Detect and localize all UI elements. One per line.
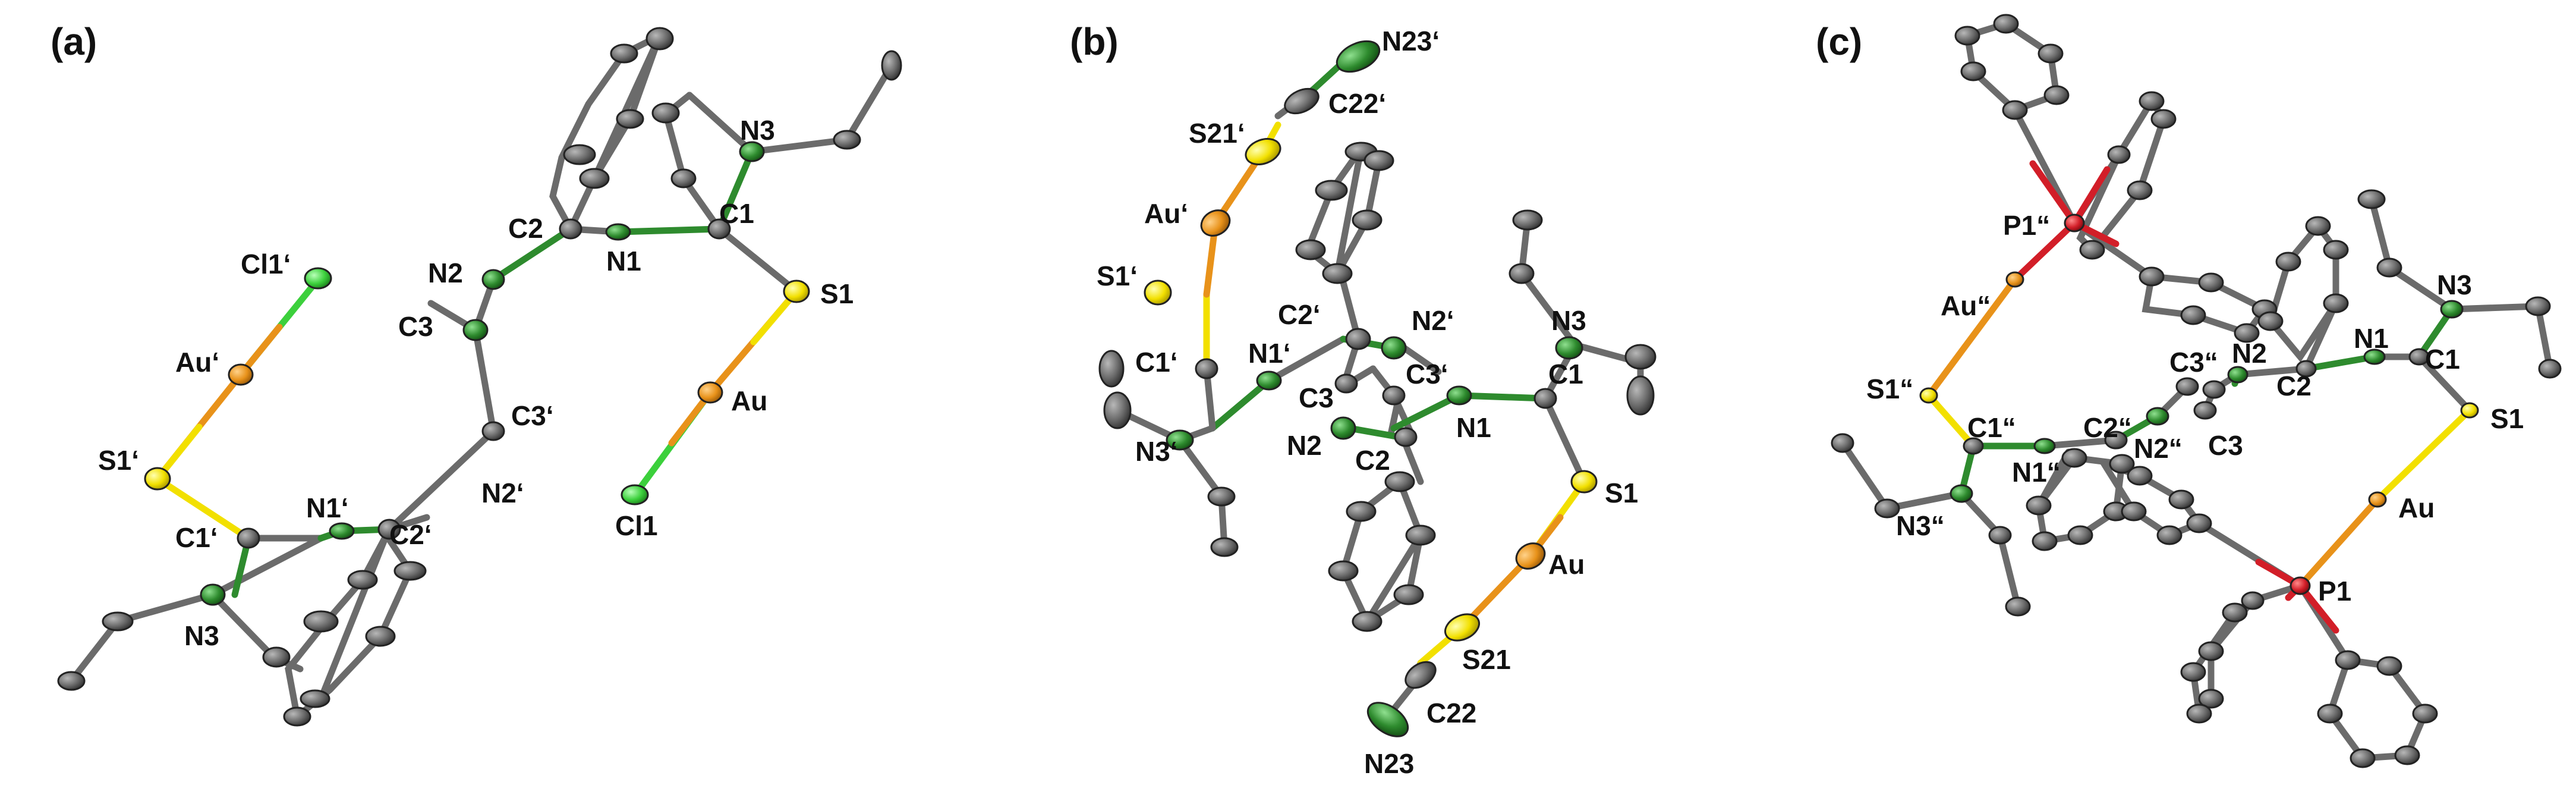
panel-b: (b) bbox=[1070, 20, 1657, 779]
panel-label-c: (c) bbox=[1816, 20, 1862, 63]
atom-label: N1‘ bbox=[1248, 338, 1291, 369]
atom-label: C22 bbox=[1426, 698, 1476, 728]
atom-label: Au bbox=[2398, 492, 2435, 523]
atom-label: C2 bbox=[508, 213, 543, 244]
atom-label: N2 bbox=[1287, 430, 1322, 461]
atom-label: N3 bbox=[1551, 305, 1586, 336]
atom-label: N3 bbox=[184, 620, 219, 651]
atom-label: C1 bbox=[1548, 359, 1583, 390]
atom-label: C3 bbox=[398, 311, 433, 342]
atom-label: N3“ bbox=[1896, 510, 1945, 541]
panel-c: (c) bbox=[1816, 14, 2562, 768]
atom-label: S1‘ bbox=[1097, 260, 1138, 291]
atom-label: C1‘ bbox=[175, 522, 218, 553]
atom-label: N23‘ bbox=[1382, 26, 1440, 56]
panel-a-labels: Cl1‘ Au‘ S1‘ C1‘ N1‘ C2‘ N3 N2‘ C3‘ C3 N… bbox=[98, 115, 854, 651]
atom-label: S1 bbox=[2490, 403, 2524, 434]
atom-label: C1 bbox=[719, 198, 754, 229]
atom-label: N23 bbox=[1364, 748, 1414, 779]
atom-label: Cl1‘ bbox=[241, 249, 291, 279]
atom-label: N2‘ bbox=[1412, 305, 1454, 336]
atom-label: Au bbox=[731, 385, 767, 416]
atom-label: C1 bbox=[2425, 344, 2460, 375]
atom-label: N2“ bbox=[2134, 433, 2183, 464]
panel-c-labels: P1“ Au“ S1“ C1“ N1“ C2“ N2“ N3“ C3“ C3 N… bbox=[1866, 210, 2524, 607]
atom-label: N1 bbox=[2354, 323, 2389, 354]
atom-label: C2‘ bbox=[389, 519, 432, 550]
atom-label: N2 bbox=[428, 257, 463, 288]
atom-label: N2 bbox=[2232, 338, 2267, 369]
atom-label: Au‘ bbox=[175, 347, 219, 378]
atom-label: N2‘ bbox=[481, 478, 524, 508]
atom-label: C3 bbox=[1299, 382, 1334, 413]
panel-b-atoms bbox=[1098, 40, 1657, 737]
atom-label: S21‘ bbox=[1189, 118, 1245, 149]
atom-label: C3‘ bbox=[1406, 359, 1448, 390]
atom-label: N1“ bbox=[2012, 457, 2061, 488]
atom-label: C2“ bbox=[2083, 412, 2132, 443]
atom-label: C2‘ bbox=[1278, 299, 1321, 330]
atom-label: Au“ bbox=[1941, 290, 1991, 321]
atom-label: S1“ bbox=[1866, 373, 1913, 404]
atom-label: C1‘ bbox=[1135, 347, 1178, 378]
panel-b-labels: N23‘ C22‘ S21‘ Au‘ S1‘ C1‘ N1‘ C2‘ N2‘ C… bbox=[1097, 26, 1638, 779]
panel-a: (a) bbox=[51, 20, 902, 727]
atom-label: S1 bbox=[820, 278, 854, 309]
atom-label: C1“ bbox=[1967, 412, 2016, 443]
atom-label: N1 bbox=[1456, 412, 1491, 443]
atom-label: C22‘ bbox=[1328, 88, 1386, 119]
atom-label: P1“ bbox=[2003, 210, 2050, 241]
panel-a-bonds bbox=[68, 29, 895, 723]
atom-label: N3‘ bbox=[1135, 436, 1178, 467]
atom-label: P1 bbox=[2318, 576, 2351, 607]
panel-label-a: (a) bbox=[51, 20, 97, 63]
atom-label: C3‘ bbox=[511, 400, 554, 431]
atom-label: S21 bbox=[1462, 644, 1511, 675]
atom-label: N3 bbox=[2437, 269, 2472, 300]
atom-label: C2 bbox=[2276, 370, 2312, 401]
atom-label: C2 bbox=[1355, 445, 1390, 476]
panel-a-atoms bbox=[57, 27, 902, 727]
atom-label: Au bbox=[1548, 549, 1585, 580]
atom-label: C3 bbox=[2208, 430, 2243, 461]
atom-label: S1 bbox=[1605, 478, 1638, 508]
panel-label-b: (b) bbox=[1070, 20, 1119, 63]
atom-label: C3“ bbox=[2169, 347, 2218, 378]
atom-label: N1‘ bbox=[306, 492, 349, 523]
atom-label: Cl1 bbox=[615, 510, 658, 541]
atom-label: N1 bbox=[606, 246, 641, 277]
atom-label: N3 bbox=[740, 115, 775, 146]
atom-label: S1‘ bbox=[98, 445, 139, 476]
panel-c-atoms bbox=[1831, 14, 2562, 768]
atom-label: Au‘ bbox=[1144, 198, 1188, 229]
